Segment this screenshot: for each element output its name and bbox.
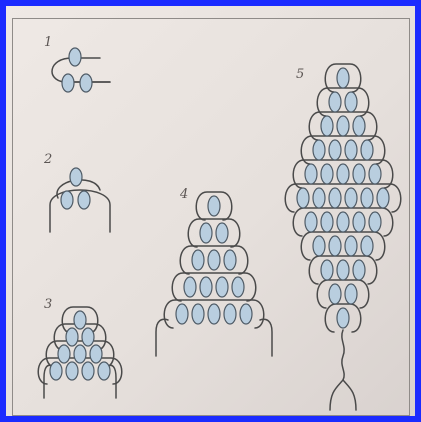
bead — [208, 250, 220, 270]
bead — [345, 284, 357, 304]
bead — [90, 345, 102, 363]
bead — [297, 188, 309, 208]
step-1-diagram — [52, 48, 110, 92]
bead — [74, 345, 86, 363]
bead — [353, 212, 365, 232]
bead — [337, 116, 349, 136]
bead — [208, 196, 220, 216]
bead — [321, 260, 333, 280]
bead — [321, 116, 333, 136]
bead — [176, 304, 188, 324]
bead — [216, 277, 228, 297]
bead — [200, 223, 212, 243]
bead — [361, 236, 373, 256]
bead — [337, 164, 349, 184]
bead — [329, 236, 341, 256]
bead — [345, 92, 357, 112]
bead — [69, 48, 81, 66]
step-label-3: 3 — [44, 297, 52, 312]
bead — [61, 191, 73, 209]
thread-line — [342, 330, 344, 380]
step-2-diagram — [50, 168, 110, 232]
bead — [192, 304, 204, 324]
bead — [313, 236, 325, 256]
bead — [337, 212, 349, 232]
bead — [377, 188, 389, 208]
step-label-5: 5 — [296, 67, 304, 82]
bead — [369, 164, 381, 184]
bead — [345, 236, 357, 256]
step-4-diagram — [156, 192, 272, 356]
bead — [305, 164, 317, 184]
bead — [337, 68, 349, 88]
bead — [353, 116, 365, 136]
bead — [232, 277, 244, 297]
bead — [321, 164, 333, 184]
thread-line — [188, 219, 240, 247]
bead — [305, 212, 317, 232]
bead — [70, 168, 82, 186]
bead — [58, 345, 70, 363]
bead — [240, 304, 252, 324]
bead — [66, 328, 78, 346]
bead — [74, 311, 86, 329]
bead — [361, 140, 373, 160]
step-5-diagram — [285, 64, 401, 410]
bead — [200, 277, 212, 297]
bead — [313, 140, 325, 160]
step-label-2: 2 — [43, 152, 52, 167]
step-3-diagram — [38, 307, 122, 398]
bead — [78, 191, 90, 209]
bead — [345, 188, 357, 208]
bead — [329, 188, 341, 208]
bead — [224, 250, 236, 270]
bead — [313, 188, 325, 208]
thread-line — [343, 380, 356, 410]
bead — [361, 188, 373, 208]
bead — [50, 362, 62, 380]
bead — [82, 362, 94, 380]
bead — [337, 308, 349, 328]
bead — [369, 212, 381, 232]
bead — [98, 362, 110, 380]
bead — [321, 212, 333, 232]
bead — [208, 304, 220, 324]
bead — [192, 250, 204, 270]
bead — [82, 328, 94, 346]
step-label-1: 1 — [44, 35, 52, 50]
bead — [337, 260, 349, 280]
bead — [329, 92, 341, 112]
bead — [216, 223, 228, 243]
step-label-4: 4 — [179, 187, 188, 202]
thread-line — [330, 380, 343, 410]
bead — [184, 277, 196, 297]
bead — [329, 284, 341, 304]
bead — [329, 140, 341, 160]
bead — [353, 260, 365, 280]
bead — [224, 304, 236, 324]
bead — [66, 362, 78, 380]
bead — [353, 164, 365, 184]
bead — [345, 140, 357, 160]
bead — [62, 74, 74, 92]
bead — [80, 74, 92, 92]
